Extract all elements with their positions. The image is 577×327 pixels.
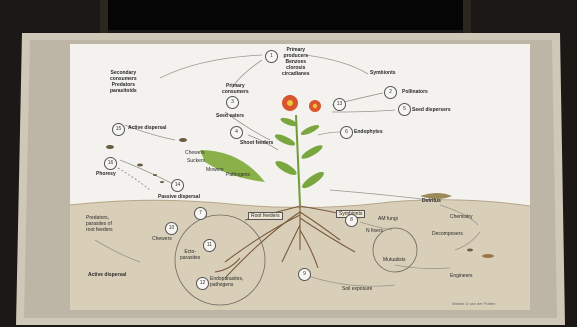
primary-producers-label: Primary producers Benzoes clorosis circa…	[282, 47, 310, 77]
number-marker-8: 8	[345, 214, 358, 227]
number-marker-15: 15	[112, 123, 125, 136]
number-marker-5: 5	[398, 103, 411, 116]
number-marker-4: 4	[230, 126, 243, 139]
decomposers-label: Decomposers	[432, 231, 463, 237]
secondary-consumers-label: Secondary consumers Predators parasitoid…	[110, 70, 137, 94]
n-fixers-label: N fixers	[366, 228, 383, 234]
image-credit: Wardle & van der Putten	[452, 301, 495, 306]
phoresy-label: Phoresy	[96, 171, 116, 177]
passive-dispersal-label: Passive dispersal	[158, 194, 200, 200]
pathogens-label: Pathogens	[226, 172, 250, 178]
detritus-label: Detritus	[422, 198, 441, 204]
number-marker-2: 2	[384, 86, 397, 99]
chemistry-label: Chemistry	[450, 214, 473, 220]
seed-dispersers-label: Seed dispersers	[412, 107, 451, 113]
engineers-label: Engineers	[450, 273, 473, 279]
endophytes-label: Endophytes	[354, 129, 383, 135]
chewers-soil-label: Chewers	[152, 236, 172, 242]
active-dispersal-top-label: Active dispersal	[128, 125, 166, 131]
mowers-label: Mowers	[206, 167, 224, 173]
number-marker-10: 10	[165, 222, 178, 235]
chewers-label: Chewers	[185, 150, 205, 156]
number-marker-3: 3	[226, 96, 239, 109]
number-marker-11: 11	[203, 239, 216, 252]
am-fungi-label: AM fungi	[378, 216, 398, 222]
suckers-label: Suckers	[187, 158, 205, 164]
symbionts-label: Symbionts	[370, 70, 396, 76]
number-marker-12: 12	[196, 277, 209, 290]
mutualists-label: Mutualists	[383, 257, 406, 263]
number-marker-13: 13	[333, 98, 346, 111]
number-marker-9: 9	[298, 268, 311, 281]
shoot-feeders-label: Shoot feeders	[240, 140, 273, 146]
number-marker-7: 7	[194, 207, 207, 220]
predators-parasites-label: Predators, parasites of root feeders	[86, 215, 113, 233]
root-feeders-label: Root feeders	[248, 212, 283, 220]
primary-consumers-label: Primary consumers	[222, 83, 249, 95]
pollinators-label: Pollinators	[402, 89, 428, 95]
number-marker-1: 1	[265, 50, 278, 63]
number-marker-6: 6	[340, 126, 353, 139]
active-dispersal-bottom-label: Active dispersal	[88, 272, 126, 278]
dark-upper-screen	[108, 0, 463, 30]
endoparasites-label: Endoparasites, pathogens	[210, 276, 243, 288]
number-marker-16: 16	[104, 157, 117, 170]
ecto-parasites-label: Ecto- parasites	[180, 249, 200, 261]
seed-eaters-label: Seed eaters	[216, 113, 244, 119]
soil-exposure-label: Soil exposure	[342, 286, 372, 292]
number-marker-14: 14	[171, 179, 184, 192]
